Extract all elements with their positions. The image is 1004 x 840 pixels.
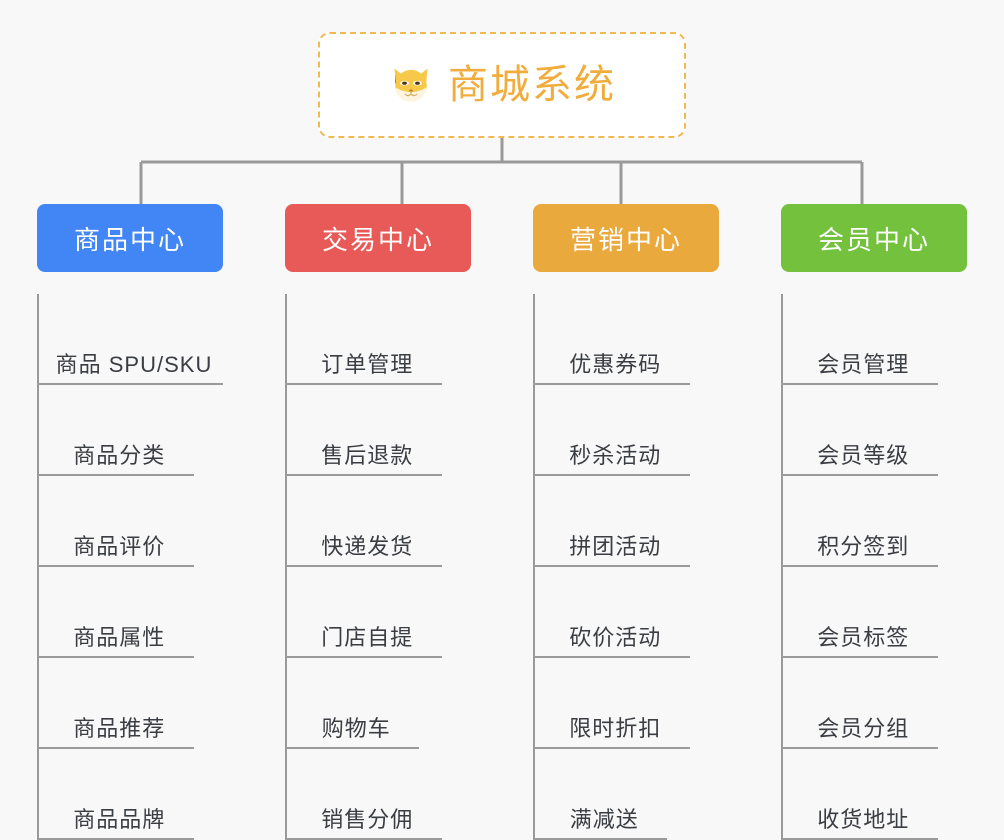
list-item[interactable]: 限时折扣 (535, 658, 719, 749)
list-item[interactable]: 会员等级 (783, 385, 967, 476)
leaf-label: 满减送 (569, 807, 639, 832)
list-item[interactable]: 快递发货 (287, 476, 471, 567)
list-item[interactable]: 商品分类 (39, 385, 223, 476)
leaf-list-product-center: 商品 SPU/SKU 商品分类 商品评价 商品属性 商品推荐 商品品牌 (37, 294, 223, 840)
leaf-label: 会员管理 (817, 352, 910, 377)
category-header-trade-center[interactable]: 交易中心 (285, 204, 471, 272)
leaf-label: 砍价活动 (569, 625, 662, 650)
list-item[interactable]: 订单管理 (287, 294, 471, 385)
leaf-label: 商品属性 (73, 625, 166, 650)
list-item[interactable]: 会员管理 (783, 294, 967, 385)
root-node-row: 商城系统 (0, 32, 1004, 138)
leaf-label: 商品推荐 (73, 716, 166, 741)
leaf-label: 门店自提 (321, 625, 414, 650)
leaf-label: 积分签到 (817, 534, 910, 559)
leaf-list-trade-center: 订单管理 售后退款 快递发货 门店自提 购物车 销售分佣 (285, 294, 471, 840)
list-item[interactable]: 商品品牌 (39, 749, 223, 840)
leaf-label: 购物车 (321, 716, 391, 741)
leaf-list-member-center: 会员管理 会员等级 积分签到 会员标签 会员分组 收货地址 (781, 294, 967, 840)
column-trade-center: 交易中心 订单管理 售后退款 快递发货 门店自提 购物车 销售分佣 (285, 204, 471, 840)
shiba-dog-icon (394, 68, 428, 102)
leaf-label: 限时折扣 (569, 716, 662, 741)
list-item[interactable]: 商品 SPU/SKU (39, 294, 223, 385)
list-item[interactable]: 商品属性 (39, 567, 223, 658)
leaf-label: 快递发货 (321, 534, 414, 559)
leaf-label: 订单管理 (321, 352, 414, 377)
column-product-center: 商品中心 商品 SPU/SKU 商品分类 商品评价 商品属性 商品推荐 商品品牌 (37, 204, 223, 840)
leaf-label: 商品品牌 (73, 807, 166, 832)
category-columns: 商品中心 商品 SPU/SKU 商品分类 商品评价 商品属性 商品推荐 商品品牌… (0, 204, 1004, 840)
category-title: 交易中心 (321, 224, 434, 255)
leaf-list-marketing-center: 优惠券码 秒杀活动 拼团活动 砍价活动 限时折扣 满减送 (533, 294, 719, 840)
list-item[interactable]: 销售分佣 (287, 749, 471, 840)
list-item[interactable]: 拼团活动 (535, 476, 719, 567)
leaf-label: 拼团活动 (569, 534, 662, 559)
leaf-label: 商品评价 (73, 534, 166, 559)
category-title: 营销中心 (569, 224, 682, 255)
list-item[interactable]: 优惠券码 (535, 294, 719, 385)
list-item[interactable]: 秒杀活动 (535, 385, 719, 476)
list-item[interactable]: 满减送 (535, 749, 719, 840)
root-title: 商城系统 (448, 63, 616, 107)
category-header-member-center[interactable]: 会员中心 (781, 204, 967, 272)
list-item[interactable]: 收货地址 (783, 749, 967, 840)
leaf-label: 会员分组 (817, 716, 910, 741)
list-item[interactable]: 会员标签 (783, 567, 967, 658)
leaf-label: 商品分类 (73, 443, 166, 468)
list-item[interactable]: 会员分组 (783, 658, 967, 749)
list-item[interactable]: 砍价活动 (535, 567, 719, 658)
column-marketing-center: 营销中心 优惠券码 秒杀活动 拼团活动 砍价活动 限时折扣 满减送 (533, 204, 719, 840)
leaf-label: 售后退款 (321, 443, 414, 468)
category-header-product-center[interactable]: 商品中心 (37, 204, 223, 272)
list-item[interactable]: 积分签到 (783, 476, 967, 567)
leaf-label: 销售分佣 (321, 807, 414, 832)
leaf-label: 会员标签 (817, 625, 910, 650)
tree-connectors (139, 138, 864, 206)
category-header-marketing-center[interactable]: 营销中心 (533, 204, 719, 272)
category-title: 会员中心 (817, 224, 930, 255)
root-node[interactable]: 商城系统 (318, 32, 686, 138)
list-item[interactable]: 商品推荐 (39, 658, 223, 749)
leaf-label: 商品 SPU/SKU (55, 352, 213, 377)
list-item[interactable]: 售后退款 (287, 385, 471, 476)
leaf-label: 收货地址 (817, 807, 910, 832)
list-item[interactable]: 商品评价 (39, 476, 223, 567)
category-title: 商品中心 (73, 224, 186, 255)
leaf-label: 秒杀活动 (569, 443, 662, 468)
column-member-center: 会员中心 会员管理 会员等级 积分签到 会员标签 会员分组 收货地址 (781, 204, 967, 840)
leaf-label: 优惠券码 (569, 352, 662, 377)
list-item[interactable]: 门店自提 (287, 567, 471, 658)
list-item[interactable]: 购物车 (287, 658, 471, 749)
leaf-label: 会员等级 (817, 443, 910, 468)
